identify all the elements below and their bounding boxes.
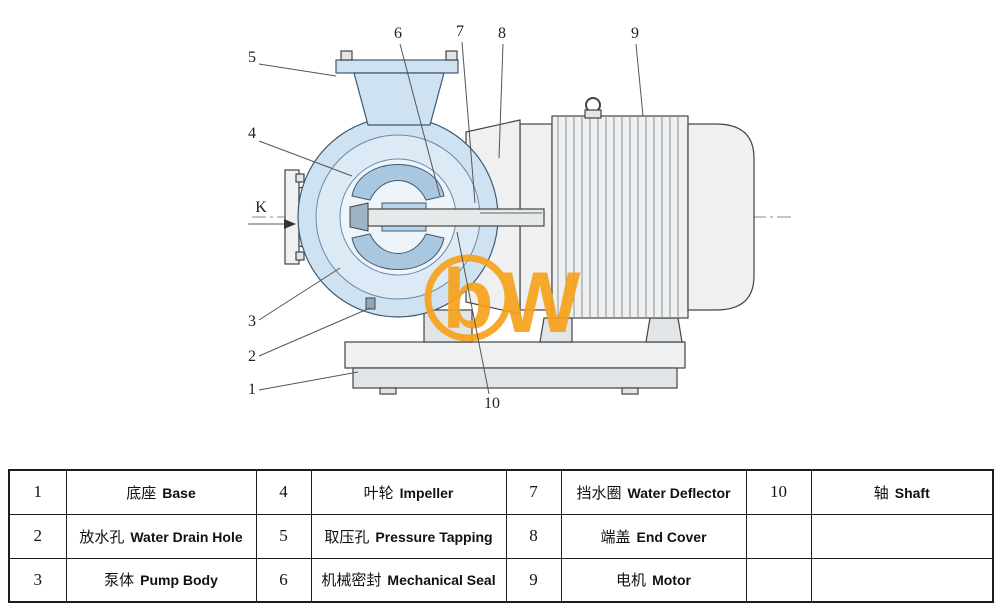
part-name-en: Mechanical Seal — [387, 572, 496, 589]
part-number-cell: 4 — [255, 469, 312, 515]
part-name-zh: 轴 — [873, 485, 889, 502]
drain-hole-plug — [365, 297, 376, 310]
part-name-cell — [810, 513, 994, 559]
part-number-cell: 5 — [255, 513, 312, 559]
pump-diagram: b W 5 4 3 2 1 — [248, 23, 795, 412]
part-number-cell: 1 — [8, 469, 67, 515]
callout-1: 1 — [248, 381, 256, 398]
part-number-cell: 10 — [745, 469, 812, 515]
lifting-eye-base — [584, 109, 602, 119]
part-name-cell: 轴 Shaft — [810, 469, 994, 515]
callout-9: 9 — [631, 25, 639, 42]
discharge-flange — [335, 59, 459, 74]
part-name-zh: 机械密封 — [321, 573, 382, 590]
pump-base — [344, 341, 686, 395]
part-name-en: Pressure Tapping — [375, 528, 493, 545]
motor — [519, 97, 755, 343]
part-name-cell: 取压孔 Pressure Tapping — [310, 513, 507, 559]
part-name-zh: 取压孔 — [324, 529, 370, 546]
pressure-tapping-boss — [340, 50, 353, 61]
part-number-cell: 3 — [8, 557, 67, 603]
part-number-cell: 7 — [505, 469, 562, 515]
part-name-cell: 叶轮 Impeller — [310, 469, 507, 515]
part-name-en: Impeller — [399, 484, 454, 501]
part-name-cell — [810, 557, 994, 603]
flow-label-k: K — [255, 199, 267, 216]
part-number-cell: 6 — [255, 557, 312, 603]
part-name-cell: 底座 Base — [65, 469, 257, 515]
watermark-circle — [424, 254, 512, 342]
suction-flange — [284, 169, 300, 265]
callout-leader-lines — [258, 41, 644, 395]
part-name-zh: 端盖 — [600, 529, 631, 546]
part-name-zh: 挡水圈 — [576, 485, 622, 502]
impeller-nut — [349, 202, 369, 232]
part-number-cell: 2 — [8, 513, 67, 559]
part-name-zh: 底座 — [126, 485, 157, 502]
part-name-en: Water Deflector — [627, 484, 731, 501]
flow-arrow-head-icon — [284, 219, 296, 229]
discharge-neck — [353, 72, 445, 126]
part-name-en: Motor — [652, 572, 691, 589]
part-name-cell: 端盖 End Cover — [560, 513, 747, 559]
motor-body — [551, 115, 689, 319]
callout-7: 7 — [456, 23, 464, 40]
part-number-cell: 8 — [505, 513, 562, 559]
part-name-cell: 机械密封 Mechanical Seal — [310, 557, 507, 603]
part-name-en: Shaft — [894, 484, 930, 501]
shaft — [349, 202, 545, 232]
part-name-en: End Cover — [636, 528, 707, 545]
part-number-cell: 9 — [505, 557, 562, 603]
part-name-en: Base — [162, 484, 196, 501]
table-row: 1 底座 Base 4 叶轮 Impeller 7 挡水圈 Water Deflect… — [8, 469, 994, 515]
table-row: 2 放水孔 Water Drain Hole 5 取压孔 Pressure Tapp… — [8, 513, 994, 559]
watermark-letter-w: W — [499, 255, 581, 351]
table-row: 3 泵体 Pump Body 6 机械密封 Mechanical Seal 9 电机… — [8, 557, 994, 603]
part-name-cell: 放水孔 Water Drain Hole — [65, 513, 257, 559]
callout-3: 3 — [248, 313, 256, 330]
callout-2: 2 — [248, 348, 256, 365]
part-number-cell — [745, 557, 812, 603]
callout-8: 8 — [498, 25, 506, 42]
callout-5: 5 — [248, 49, 256, 66]
part-name-zh: 电机 — [616, 573, 647, 590]
callout-4: 4 — [248, 125, 256, 142]
part-name-en: Pump Body — [140, 572, 218, 589]
callout-6: 6 — [394, 25, 402, 42]
part-name-zh: 叶轮 — [363, 485, 394, 502]
part-name-cell: 电机 Motor — [560, 557, 747, 603]
motor-rear-endbell — [687, 123, 755, 311]
pump-cross-section-drawing: b W 5 4 3 2 1 — [248, 23, 795, 412]
motor-rear-foot — [645, 317, 683, 343]
part-name-cell: 挡水圈 Water Deflector — [560, 469, 747, 515]
brand-watermark: b W — [424, 252, 581, 351]
parts-table: 1 底座 Base 4 叶轮 Impeller 7 挡水圈 Water Deflect… — [8, 469, 994, 603]
part-name-zh: 放水孔 — [79, 529, 125, 546]
callout-labels: 5 4 3 2 1 6 7 8 9 10 — [248, 23, 639, 412]
part-name-zh: 泵体 — [104, 573, 135, 590]
motor-cooling-fins — [557, 116, 679, 318]
watermark-letter-b: b — [442, 252, 493, 346]
part-name-cell: 泵体 Pump Body — [65, 557, 257, 603]
part-name-en: Water Drain Hole — [130, 528, 243, 545]
callout-10: 10 — [484, 395, 500, 412]
flow-direction: K — [248, 199, 296, 229]
part-number-cell — [745, 513, 812, 559]
